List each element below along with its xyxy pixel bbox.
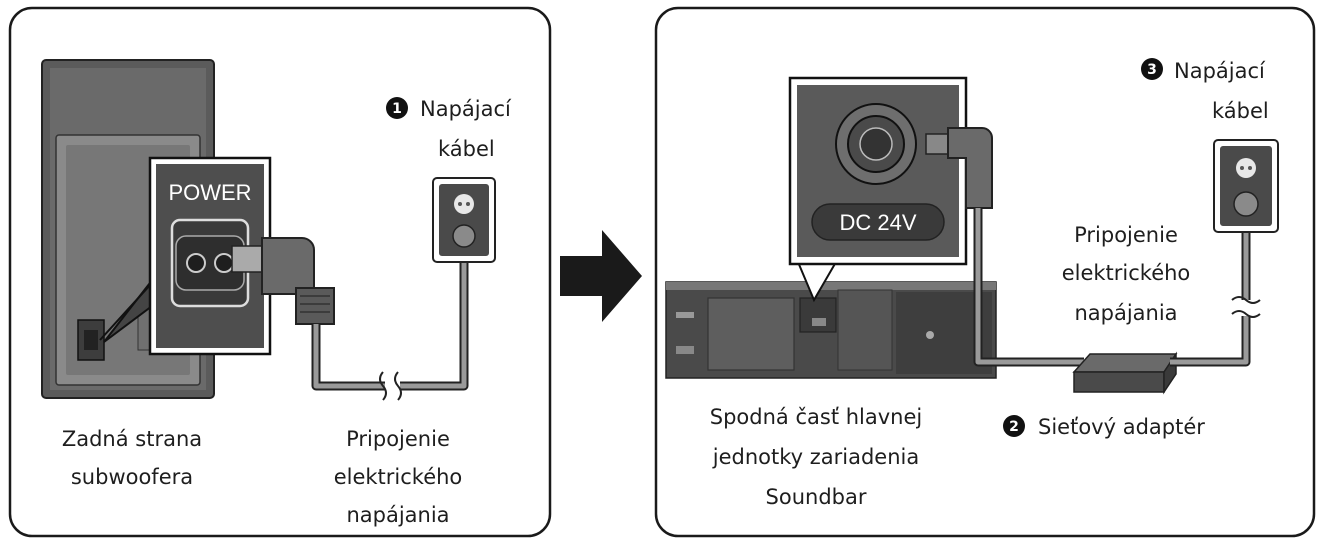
right-arrow-icon (560, 230, 642, 322)
wall-outlet-icon (1213, 139, 1279, 233)
svg-text:1: 1 (392, 101, 402, 117)
dc-port-zoom: DC 24V (788, 76, 968, 266)
cable-break-icon (1231, 296, 1261, 318)
left-connection-caption-line2: elektrického (334, 465, 463, 489)
right-connection-caption-line1: Pripojenie (1074, 223, 1178, 247)
svg-text:3: 3 (1147, 62, 1157, 78)
step-1-label-line2: kábel (438, 137, 495, 161)
dc-plug (925, 127, 993, 209)
step-3-badge: 3 (1141, 58, 1163, 80)
step-1-label-line1: Napájací (420, 97, 512, 121)
right-connection-caption-line2: elektrického (1062, 261, 1191, 285)
subwoofer-caption-line2: subwoofera (71, 465, 193, 489)
soundbar-caption-line1: Spodná časť hlavnej (710, 405, 922, 429)
right-connection-caption-line3: napájania (1074, 301, 1177, 325)
step-2-badge: 2 (1003, 415, 1025, 437)
step-3-label-line1: Napájací (1174, 59, 1266, 83)
soundbar-caption-line3: Soundbar (766, 485, 867, 509)
left-connection-caption-line1: Pripojenie (346, 427, 450, 451)
dc-label: DC 24V (839, 210, 916, 235)
svg-text:2: 2 (1009, 419, 1019, 435)
cable-break-icon (379, 371, 402, 401)
step-3-label-line2: kábel (1212, 99, 1269, 123)
step-1-badge: 1 (386, 97, 408, 119)
step-2-label: Sieťový adaptér (1038, 415, 1205, 439)
power-adapter (1072, 351, 1178, 395)
soundbar-caption-line2: jednotky zariadenia (712, 445, 919, 469)
power-label: POWER (168, 180, 251, 205)
wall-outlet-icon (432, 177, 496, 263)
soundbar-bottom (665, 281, 997, 379)
left-connection-caption-line3: napájania (346, 503, 449, 527)
subwoofer-caption-line1: Zadná strana (62, 427, 202, 451)
